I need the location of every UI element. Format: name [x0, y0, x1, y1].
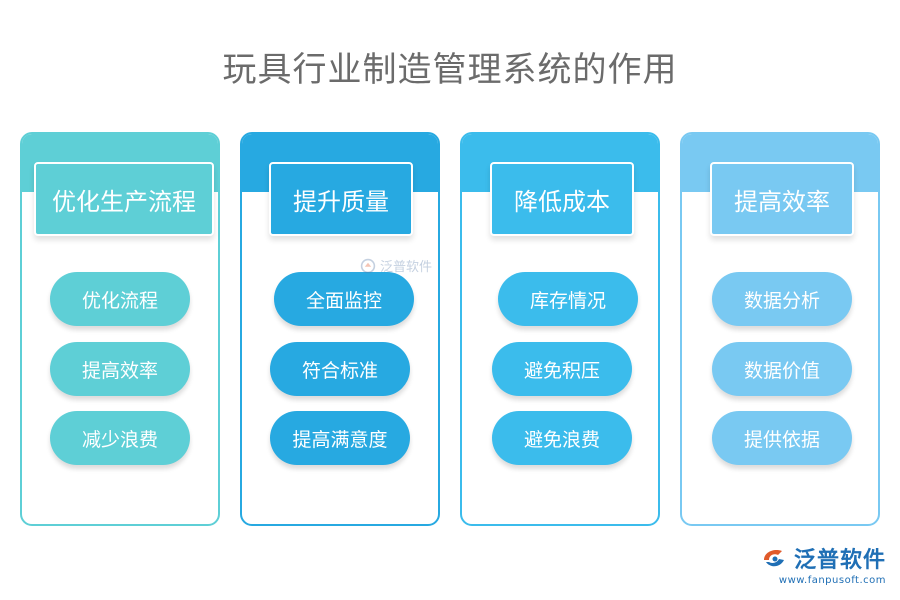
item-pill: 提供依据 — [712, 411, 852, 465]
item-pill: 提高效率 — [50, 342, 190, 396]
fanpu-logo-icon — [360, 258, 376, 273]
column-improve-quality: 提升质量 全面监控 符合标准 提高满意度 — [240, 132, 440, 526]
column-header: 降低成本 — [490, 162, 634, 236]
column-reduce-cost: 降低成本 库存情况 避免积压 避免浪费 — [460, 132, 660, 526]
item-pill: 优化流程 — [50, 272, 190, 326]
brand-url: www.fanpusoft.com — [778, 575, 886, 586]
item-pill: 避免积压 — [492, 342, 632, 396]
column-header: 提高效率 — [710, 162, 854, 236]
item-pill: 数据分析 — [712, 272, 852, 326]
item-pill: 避免浪费 — [492, 411, 632, 465]
column-header: 提升质量 — [269, 162, 413, 236]
page-title: 玩具行业制造管理系统的作用 — [222, 50, 678, 90]
item-pill: 全面监控 — [274, 272, 414, 326]
brand-name: 泛普软件 — [793, 548, 886, 573]
column-optimize-production: 优化生产流程 优化流程 提高效率 减少浪费 — [20, 132, 220, 526]
item-pill: 符合标准 — [270, 342, 410, 396]
watermark-text: 泛普软件 — [380, 260, 433, 275]
column-increase-efficiency: 提高效率 数据分析 数据价值 提供依据 — [680, 132, 880, 526]
watermark: 泛普软件 — [360, 256, 432, 275]
item-pill: 数据价值 — [712, 342, 852, 396]
item-pill: 提高满意度 — [270, 411, 410, 465]
item-pill: 库存情况 — [498, 272, 638, 326]
fanpu-logo-icon — [763, 550, 784, 567]
column-header: 优化生产流程 — [34, 162, 214, 236]
item-pill: 减少浪费 — [50, 411, 190, 465]
brand-logo: 泛普软件 www.fanpusoft.com — [760, 542, 886, 586]
